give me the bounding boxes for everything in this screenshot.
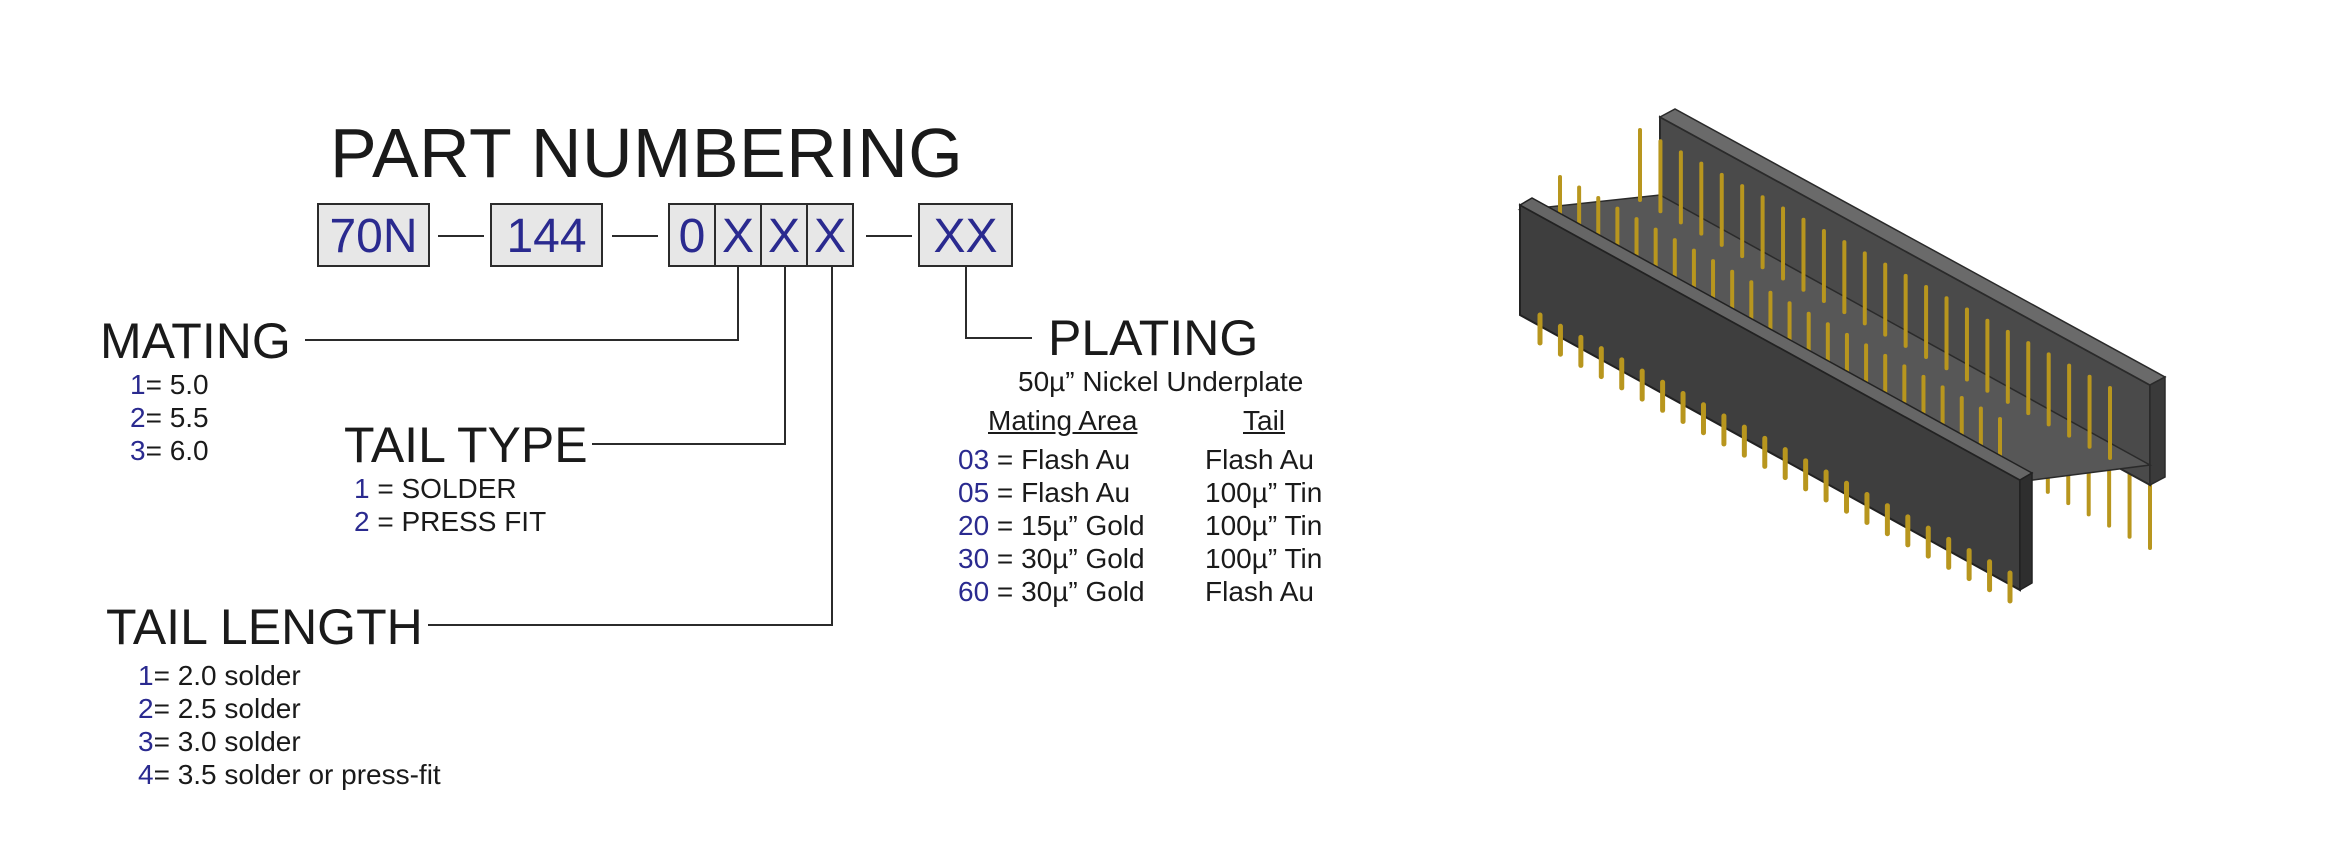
mating-option: 1= 5.0 <box>130 369 209 400</box>
mating-options: 1= 5.0 2= 5.5 3= 6.0 <box>130 368 209 467</box>
mating-leader-v <box>737 267 739 341</box>
mating-leader-h <box>305 339 739 341</box>
back-wall-end <box>2149 375 2166 487</box>
digit-box-tail-length: X <box>806 203 854 267</box>
tail-type-heading: TAIL TYPE <box>344 417 588 473</box>
dash-3 <box>866 235 912 237</box>
plating-col-mating: Mating Area <box>988 405 1138 436</box>
pins-bottom <box>1537 312 2013 604</box>
tail-length-leader-h <box>428 624 833 626</box>
connector-3d-icon <box>1517 108 2167 604</box>
tail-type-leader-v <box>784 267 786 445</box>
page-title: PART NUMBERING <box>330 114 964 192</box>
dash-2 <box>612 235 658 237</box>
tail-length-option: 1= 2.0 solder <box>138 660 301 691</box>
tail-type-option: 1 = SOLDER <box>354 473 517 504</box>
digit-box-tail-type: X <box>760 203 808 267</box>
part-series-box: 70N <box>317 203 430 267</box>
digit-box-mating: X <box>714 203 762 267</box>
dash-1 <box>438 235 484 237</box>
mating-option: 3= 6.0 <box>130 435 209 466</box>
plating-underplate: 50µ” Nickel Underplate <box>1018 366 1304 397</box>
part-pins-box: 144 <box>490 203 603 267</box>
tail-type-leader-h <box>592 443 786 445</box>
plating-leader-h <box>965 337 1032 339</box>
digit-box-0: 0 <box>668 203 716 267</box>
tail-length-options: 1= 2.0 solder 2= 2.5 solder 3= 3.0 solde… <box>138 659 441 791</box>
tail-length-option: 4= 3.5 solder or press-fit <box>138 759 441 790</box>
pins-front-top <box>1558 128 2112 461</box>
plating-col-tail: Tail <box>1243 405 1286 436</box>
plating-heading: PLATING <box>1048 310 1259 366</box>
tail-length-option: 3= 3.0 solder <box>138 726 301 757</box>
tail-length-option: 2= 2.5 solder <box>138 693 301 724</box>
mating-heading: MATING <box>100 313 291 369</box>
front-wall-end <box>2019 471 2033 592</box>
mating-option: 2= 5.5 <box>130 402 209 433</box>
tail-type-option: 2 = PRESS FIT <box>354 506 547 537</box>
tail-length-heading: TAIL LENGTH <box>106 599 423 655</box>
plating-leader-v <box>965 267 967 339</box>
tail-type-options: 1 = SOLDER 2 = PRESS FIT <box>354 472 546 538</box>
tail-length-leader-v <box>831 267 833 626</box>
plating-box: XX <box>918 203 1013 267</box>
